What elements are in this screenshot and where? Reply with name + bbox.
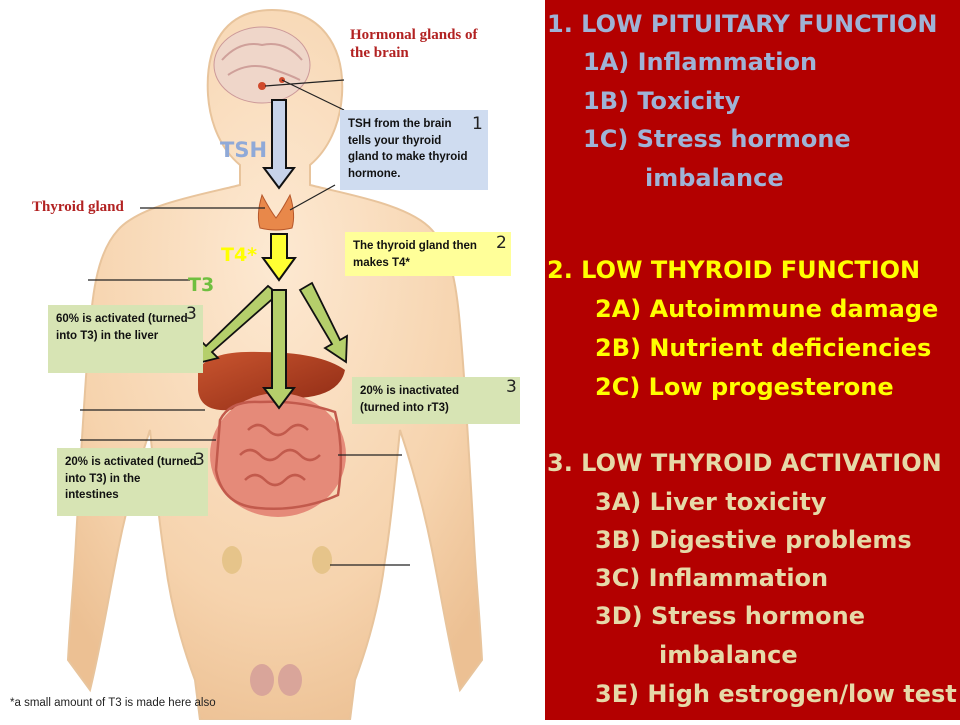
arrow-to-intestines — [262, 289, 296, 410]
callout-number: 3 — [506, 377, 517, 397]
callout-text: The thyroid gland then makes T4* — [353, 240, 477, 269]
section-3-item: 3B) Digestive problems — [595, 526, 912, 554]
tsh-label: TSH — [220, 138, 268, 162]
brain-shape — [213, 26, 311, 104]
t4-arrow — [261, 233, 297, 282]
callout-text: 20% is activated (turned into T3) in the… — [65, 456, 197, 502]
callout-inactivated: 20% is inactivated (turned into rT3) — [352, 377, 520, 424]
callout-number: 3 — [186, 304, 197, 324]
callout-liver: 60% is activated (turned into T3) in the… — [48, 305, 203, 373]
section-2-item: 2B) Nutrient deficiencies — [595, 334, 932, 362]
callout-tsh: TSH from the brain tells your thyroid gl… — [340, 110, 488, 190]
section-2-item: 2A) Autoimmune damage — [595, 295, 939, 323]
section-2-heading: 2. LOW THYROID FUNCTION — [547, 256, 921, 284]
section-1-item: 1C) Stress hormone — [583, 125, 851, 153]
callout-number: 1 — [472, 114, 483, 134]
thyroid-shape — [257, 193, 295, 231]
callout-number: 2 — [496, 233, 507, 253]
callout-text: 20% is inactivated (turned into rT3) — [360, 385, 460, 414]
section-1-item: 1B) Toxicity — [583, 87, 741, 115]
causes-panel: 1. LOW PITUITARY FUNCTION 1A) Inflammati… — [545, 0, 960, 720]
t4-label: T4* — [221, 244, 258, 266]
callout-number: 3 — [194, 450, 205, 470]
anatomy-figure: Hormonal glands of the brain Thyroid gla… — [10, 8, 520, 721]
callout-intestines: 20% is activated (turned into T3) in the… — [57, 448, 208, 516]
arrow-inactivated — [298, 281, 348, 364]
callout-thyroid: The thyroid gland then makes T4* — [345, 232, 511, 276]
section-3-item: 3E) High estrogen/low test — [595, 680, 957, 708]
callout-text: 60% is activated (turned into T3) in the… — [56, 313, 188, 342]
section-1-item: 1A) Inflammation — [583, 48, 818, 76]
section-3-item: imbalance — [659, 641, 798, 669]
section-3-item: 3A) Liver toxicity — [595, 488, 827, 516]
tsh-arrow — [262, 99, 296, 190]
section-1-heading: 1. LOW PITUITARY FUNCTION — [547, 10, 938, 38]
t3-label: T3 — [188, 274, 215, 296]
footnote: *a small amount of T3 is made here also — [10, 697, 216, 709]
section-3-heading: 3. LOW THYROID ACTIVATION — [547, 449, 942, 477]
section-3-item: 3C) Inflammation — [595, 564, 829, 592]
arrow-to-liver — [188, 284, 280, 367]
section-3-item: 3D) Stress hormone — [595, 602, 866, 630]
section-2-item: 2C) Low progesterone — [595, 373, 894, 401]
intestines-shape — [210, 393, 346, 517]
body-illustration — [66, 8, 484, 721]
section-1-item: imbalance — [645, 164, 784, 192]
thyroid-gland-label: Thyroid gland — [32, 199, 124, 215]
hormonal-glands-label: Hormonal glands of the brain — [350, 27, 478, 61]
callout-text: TSH from the brain tells your thyroid gl… — [348, 118, 468, 181]
